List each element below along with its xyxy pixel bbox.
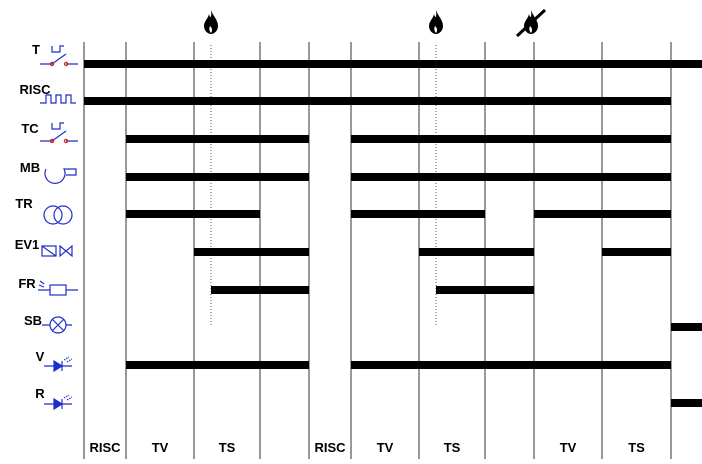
- signal-label-fr: FR: [18, 276, 36, 291]
- signal-active-bar: [194, 248, 309, 256]
- lockout-lamp-icon: [42, 316, 72, 334]
- flame-icon: [204, 10, 218, 34]
- signal-active-bar: [351, 173, 671, 181]
- signal-active-bar: [671, 399, 702, 407]
- signal-active-bar: [351, 210, 485, 218]
- signal-active-bar: [436, 286, 534, 294]
- signal-label-r: R: [35, 386, 45, 401]
- phase-label-risc: RISC: [89, 440, 121, 455]
- signal-active-bar: [126, 135, 309, 143]
- signal-label-sb: SB: [24, 313, 42, 328]
- flame-off-icon: [515, 8, 547, 38]
- signal-active-bar: [84, 60, 702, 68]
- signal-label-v: V: [36, 349, 45, 364]
- phase-label-ts: TS: [628, 440, 645, 455]
- signal-active-bar: [351, 361, 671, 369]
- signal-label-risc: RISC: [19, 82, 51, 97]
- signal-active-bar: [671, 323, 702, 331]
- green-led-icon: [44, 356, 73, 373]
- phase-label-ts: TS: [219, 440, 236, 455]
- signal-label-ev1: EV1: [15, 237, 40, 252]
- signal-active-bar: [84, 97, 671, 105]
- phase-label-tv: TV: [560, 440, 577, 455]
- signal-label-tc: TC: [21, 121, 39, 136]
- signal-active-bar: [126, 361, 309, 369]
- signal-active-bar: [126, 210, 260, 218]
- signal-active-bar: [351, 135, 671, 143]
- solenoid-valve-icon: [41, 244, 73, 258]
- phase-label-ts: TS: [444, 440, 461, 455]
- blower-motor-icon: [44, 168, 77, 184]
- signal-active-bar: [126, 173, 309, 181]
- flame-icon: [429, 10, 443, 34]
- phase-label-risc: RISC: [314, 440, 346, 455]
- signal-active-bar: [602, 248, 671, 256]
- signal-label-t: T: [32, 42, 40, 57]
- signal-active-bar: [534, 210, 671, 218]
- thermostat-switch-icon: [40, 45, 78, 67]
- phase-label-tv: TV: [377, 440, 394, 455]
- signal-active-bar: [211, 286, 309, 294]
- heating-wave-icon: [40, 94, 76, 104]
- thermostat-switch-icon: [40, 122, 78, 144]
- phase-label-tv: TV: [152, 440, 169, 455]
- transformer-icon: [43, 205, 73, 225]
- signal-label-tr: TR: [15, 196, 33, 211]
- signal-active-bar: [419, 248, 534, 256]
- flame-sensor-icon: [38, 280, 78, 296]
- red-led-icon: [44, 394, 73, 411]
- signal-label-mb: MB: [20, 160, 40, 175]
